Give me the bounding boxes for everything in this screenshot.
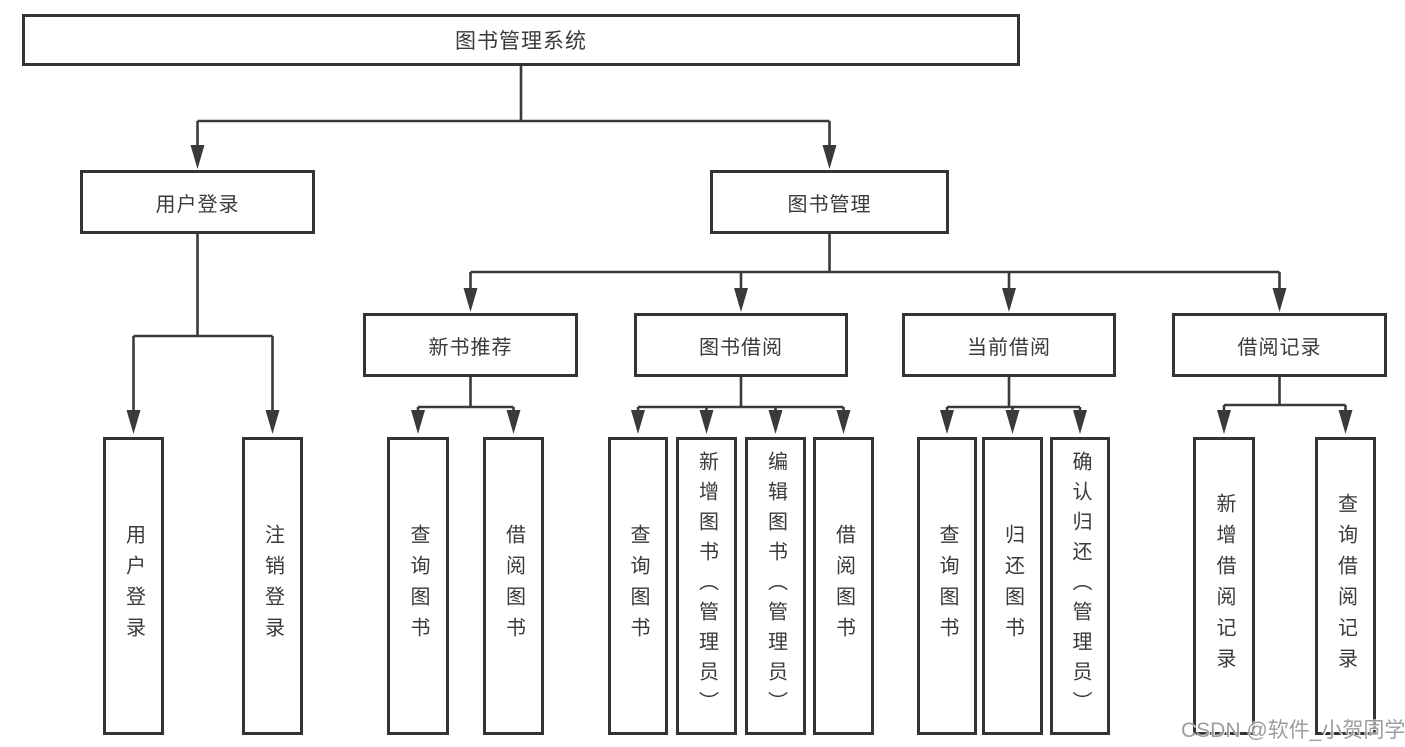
arrowhead: [768, 410, 783, 434]
arrowhead: [836, 410, 851, 434]
node-label: 用户登录: [122, 524, 145, 648]
node-borrow-records: 借阅记录: [1172, 313, 1387, 377]
node-label: 注销登录: [261, 524, 284, 648]
connector-borrow-records-to-leaves: [1217, 377, 1353, 434]
arrowhead: [1073, 410, 1087, 434]
arrowhead: [126, 410, 141, 434]
leaf-query-books-recommend: 查询图书: [387, 437, 449, 735]
connector-new-book-recommend-to-leaves: [411, 377, 521, 434]
arrowhead: [734, 288, 748, 312]
node-label: 新书推荐: [428, 336, 513, 359]
arrowhead: [631, 410, 645, 434]
node-label: 查询借阅记录: [1334, 493, 1357, 679]
leaf-query-books-borrow: 查询图书: [608, 437, 668, 735]
node-label: 查询图书: [407, 524, 429, 648]
node-label: 当前借阅: [967, 336, 1051, 359]
arrowhead: [463, 288, 478, 312]
leaf-edit-books-admin: 编辑图书（管理员）: [745, 437, 806, 735]
node-book-borrow: 图书借阅: [634, 313, 848, 377]
csdn-watermark: CSDN @软件_小贺同学: [1181, 719, 1405, 742]
arrowhead: [190, 145, 205, 169]
connector-book-borrow-to-leaves: [631, 377, 851, 434]
leaf-user-login: 用户登录: [103, 437, 164, 735]
connector-user-login-to-leaves: [126, 234, 280, 434]
arrowhead: [1272, 288, 1287, 312]
node-book-management: 图书管理: [710, 170, 949, 234]
connector-current-borrow-to-leaves: [940, 377, 1087, 434]
connector-root-to-level2: [190, 66, 837, 169]
node-user-login: 用户登录: [80, 170, 315, 234]
node-label: 用户登录: [155, 193, 240, 216]
arrowhead: [1217, 410, 1231, 434]
arrowhead: [699, 410, 714, 434]
node-label: 图书借阅: [699, 336, 783, 359]
arrowhead: [1005, 410, 1020, 434]
leaf-confirm-return-admin: 确认归还（管理员）: [1050, 437, 1110, 735]
node-root-library-management-system: 图书管理系统: [22, 14, 1020, 66]
node-label: 借阅图书: [832, 524, 855, 648]
node-label: 借阅记录: [1237, 336, 1322, 359]
arrowhead: [265, 410, 280, 434]
leaf-logout: 注销登录: [242, 437, 303, 735]
leaf-query-borrow-record: 查询借阅记录: [1315, 437, 1376, 735]
node-label: 查询图书: [936, 524, 958, 648]
node-label: 借阅图书: [502, 524, 525, 648]
leaf-borrow-books-recommend: 借阅图书: [483, 437, 544, 735]
node-new-book-recommend: 新书推荐: [363, 313, 578, 377]
node-label: 新增借阅记录: [1213, 493, 1235, 679]
leaf-add-books-admin: 新增图书（管理员）: [676, 437, 737, 735]
node-label: 图书管理: [787, 193, 872, 216]
arrowhead: [940, 410, 954, 434]
leaf-borrow-books: 借阅图书: [813, 437, 874, 735]
node-label: 图书管理系统: [455, 30, 587, 53]
leaf-add-borrow-record: 新增借阅记录: [1193, 437, 1255, 735]
connector-book-management-to-level3: [463, 234, 1287, 312]
leaf-return-books: 归还图书: [982, 437, 1043, 735]
arrowhead: [506, 410, 521, 434]
node-label: 查询图书: [627, 524, 649, 648]
node-label: 确认归还（管理员）: [1069, 451, 1091, 721]
leaf-query-books-current: 查询图书: [917, 437, 977, 735]
arrowhead: [411, 410, 425, 434]
node-current-borrow: 当前借阅: [902, 313, 1116, 377]
arrowhead: [822, 145, 837, 169]
arrowhead: [1002, 288, 1016, 312]
node-label: 编辑图书（管理员）: [764, 451, 787, 721]
node-label: 归还图书: [1001, 524, 1024, 648]
arrowhead: [1338, 410, 1353, 434]
node-label: 新增图书（管理员）: [695, 451, 718, 721]
